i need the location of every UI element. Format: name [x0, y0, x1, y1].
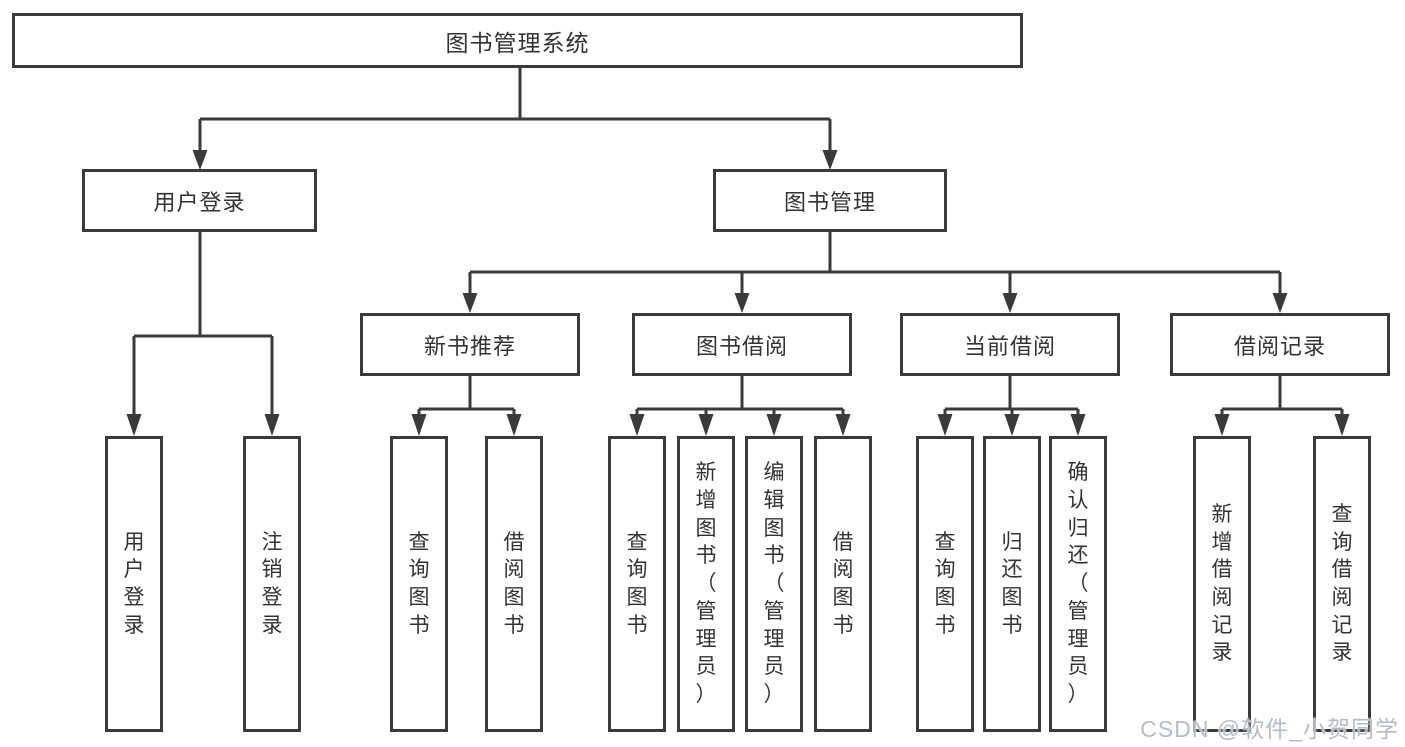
node-borrow-records: 借阅记录 — [1170, 313, 1390, 376]
leaf-borrow-borrow-books-label: 借阅图书 — [832, 530, 854, 637]
node-book-borrow-label: 图书借阅 — [695, 333, 788, 359]
node-current-borrow-label: 当前借阅 — [963, 333, 1056, 359]
watermark-text: CSDN @软件_小贺同学 — [1140, 716, 1399, 742]
leaf-current-confirm-return-admin: 确认归还（管理员） — [1049, 436, 1107, 732]
leaf-newbook-query-books-label: 查询图书 — [408, 530, 430, 637]
node-book-management-label: 图书管理 — [783, 189, 876, 215]
leaf-current-query-books: 查询图书 — [916, 436, 974, 732]
leaf-records-query-record-label: 查询借阅记录 — [1331, 502, 1353, 665]
leaf-current-return-books-label: 归还图书 — [1001, 530, 1023, 637]
node-new-book-recommend-label: 新书推荐 — [423, 333, 516, 359]
leaf-user-login: 用户登录 — [105, 436, 163, 732]
leaf-borrow-query-books: 查询图书 — [608, 436, 666, 732]
leaf-newbook-borrow-books: 借阅图书 — [485, 436, 543, 732]
leaf-records-query-record: 查询借阅记录 — [1313, 436, 1371, 732]
leaf-borrow-add-book-admin: 新增图书（管理员） — [677, 436, 735, 732]
leaf-logout: 注销登录 — [243, 436, 301, 732]
leaf-borrow-add-book-admin-label: 新增图书（管理员） — [695, 461, 717, 707]
node-root-label: 图书管理系统 — [445, 29, 590, 56]
node-current-borrow: 当前借阅 — [900, 313, 1120, 376]
leaf-records-add-record: 新增借阅记录 — [1193, 436, 1251, 732]
node-book-borrow: 图书借阅 — [632, 313, 852, 376]
leaf-current-confirm-return-admin-label: 确认归还（管理员） — [1067, 461, 1089, 707]
node-book-management: 图书管理 — [713, 169, 947, 232]
node-root: 图书管理系统 — [12, 13, 1023, 68]
leaf-borrow-borrow-books: 借阅图书 — [814, 436, 872, 732]
node-borrow-records-label: 借阅记录 — [1233, 333, 1326, 359]
leaf-user-login-label: 用户登录 — [123, 530, 145, 637]
leaf-logout-label: 注销登录 — [261, 530, 283, 637]
node-user-login: 用户登录 — [82, 169, 317, 232]
node-user-login-label: 用户登录 — [153, 189, 246, 215]
leaf-newbook-borrow-books-label: 借阅图书 — [503, 530, 525, 637]
leaf-borrow-edit-book-admin: 编辑图书（管理员） — [745, 436, 803, 732]
leaf-borrow-query-books-label: 查询图书 — [626, 530, 648, 637]
leaf-borrow-edit-book-admin-label: 编辑图书（管理员） — [763, 461, 785, 707]
leaf-current-query-books-label: 查询图书 — [934, 530, 956, 637]
leaf-current-return-books: 归还图书 — [983, 436, 1041, 732]
leaf-records-add-record-label: 新增借阅记录 — [1211, 502, 1233, 665]
leaf-newbook-query-books: 查询图书 — [390, 436, 448, 732]
node-new-book-recommend: 新书推荐 — [360, 313, 580, 376]
